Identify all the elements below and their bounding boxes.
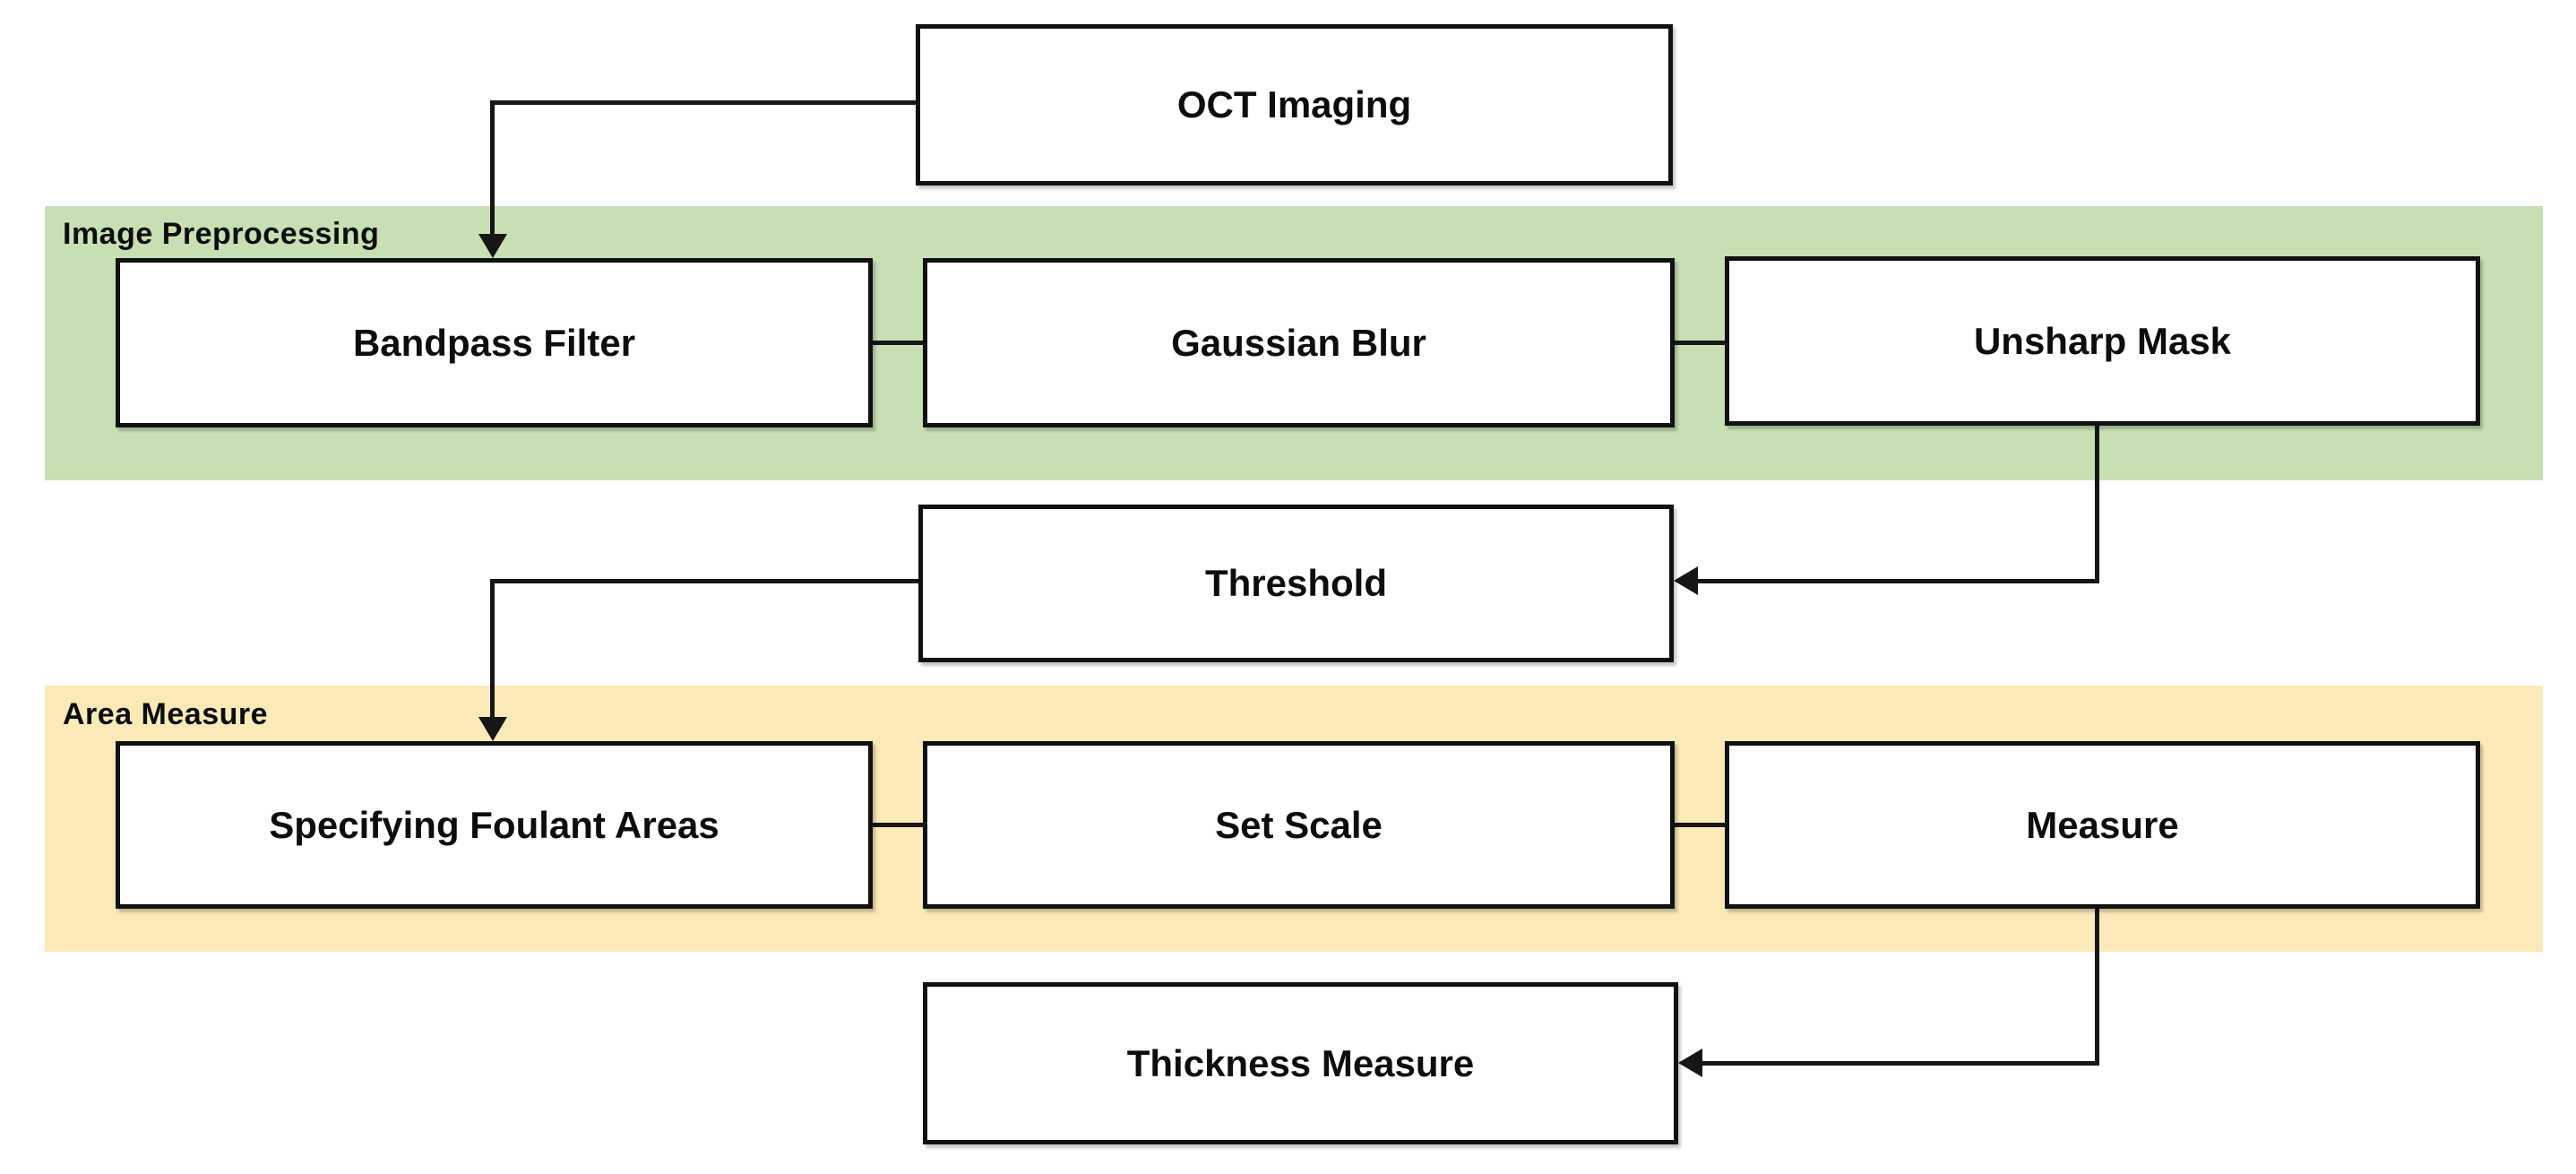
node-bandpass-filter: Bandpass Filter	[116, 258, 873, 427]
connector-bandpass-gaussian	[869, 341, 926, 345]
arrowhead-into-specifying-icon	[478, 717, 507, 741]
node-specifying-foulant-areas: Specifying Foulant Areas	[116, 741, 873, 909]
connector-specifying-setscale	[869, 823, 926, 827]
connector-oct-to-bandpass-vertical	[490, 100, 495, 235]
node-unsharp-mask: Unsharp Mask	[1725, 256, 2480, 426]
connector-measure-to-thickness-vertical	[2095, 907, 2099, 1066]
group-label-image-preprocessing: Image Preprocessing	[63, 217, 380, 251]
node-thickness-measure: Thickness Measure	[923, 982, 1678, 1144]
connector-unsharp-to-threshold-horizontal	[1697, 579, 2099, 583]
connector-measure-to-thickness-horizontal	[1702, 1061, 2099, 1066]
node-set-scale: Set Scale	[923, 741, 1675, 909]
arrowhead-into-threshold-icon	[1674, 566, 1698, 595]
node-gaussian-blur: Gaussian Blur	[923, 258, 1675, 427]
connector-setscale-measure	[1671, 823, 1728, 827]
node-measure: Measure	[1725, 741, 2480, 909]
connector-threshold-to-specifying-vertical	[490, 579, 495, 718]
arrowhead-into-thickness-icon	[1678, 1049, 1702, 1077]
connector-unsharp-to-threshold-vertical	[2095, 424, 2099, 583]
arrowhead-into-bandpass-icon	[478, 234, 507, 258]
group-label-area-measure: Area Measure	[63, 697, 269, 731]
connector-threshold-to-specifying-horizontal	[492, 579, 918, 583]
node-oct-imaging: OCT Imaging	[916, 24, 1673, 186]
connector-oct-to-bandpass-horizontal	[492, 100, 916, 105]
connector-gaussian-unsharp	[1671, 341, 1728, 345]
node-threshold: Threshold	[918, 505, 1674, 662]
